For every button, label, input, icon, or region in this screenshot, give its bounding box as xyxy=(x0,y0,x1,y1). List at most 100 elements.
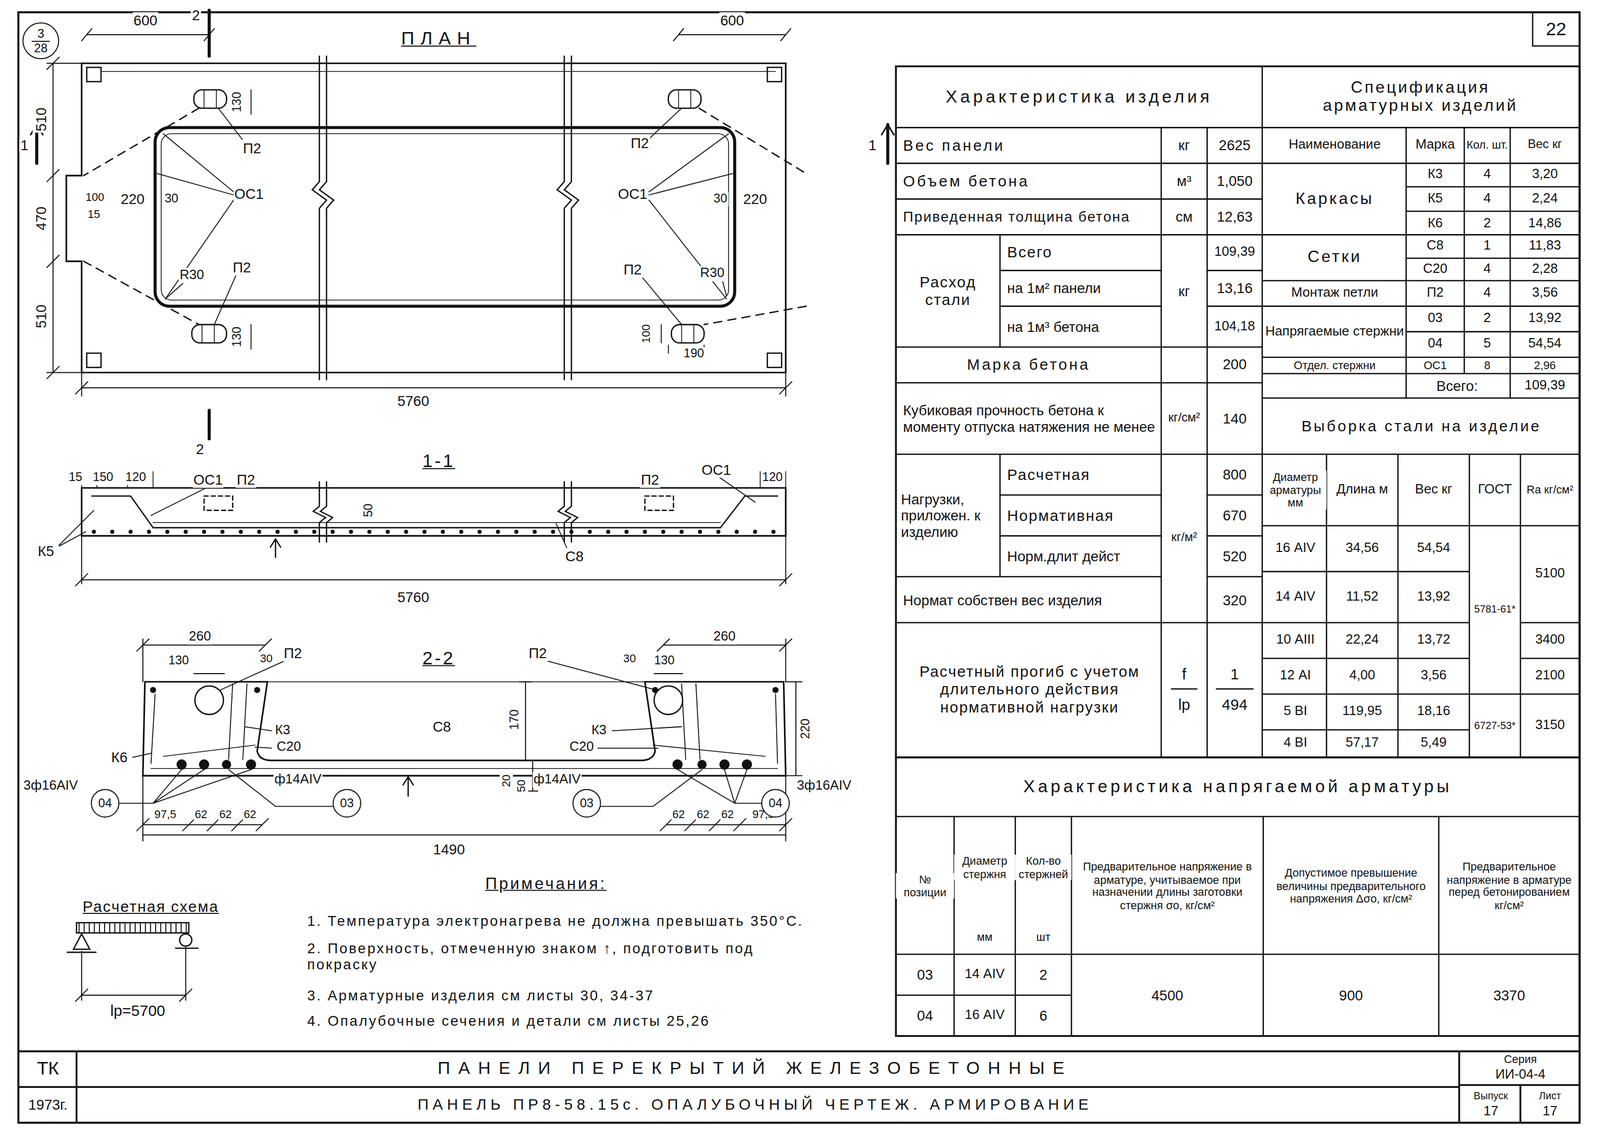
label-slot: ф14АIV xyxy=(526,772,588,788)
label-slot: 1 xyxy=(1206,664,1262,683)
label-slot: R30 xyxy=(693,266,731,282)
label-slot: 4. Опалубочные сечения и детали см листы… xyxy=(306,1012,878,1029)
label-slot: кг/см² xyxy=(1161,411,1208,426)
label-slot: 30 xyxy=(161,192,182,207)
label-slot: С20 xyxy=(270,739,308,755)
drawing-text: 130 xyxy=(230,325,245,348)
label-slot: 900 xyxy=(1263,986,1439,1004)
drawing-text: 17 xyxy=(1541,1103,1559,1119)
drawing-text: С8 xyxy=(1425,238,1445,254)
drawing-text: 109,39 xyxy=(1213,244,1256,260)
drawing-text: П2 xyxy=(1425,285,1445,301)
label-slot: 5 xyxy=(1464,336,1511,352)
label-slot: 62 xyxy=(716,808,739,822)
drawing-text: 3. Арматурные изделия см листы 30, 34-37 xyxy=(306,986,656,1004)
drawing-text: К3 xyxy=(590,723,608,739)
label-slot: 6 xyxy=(1015,1007,1072,1025)
drawing-text: 1-1 xyxy=(421,451,457,473)
drawing-text: 3,20 xyxy=(1531,166,1560,182)
drawing-text: 50 xyxy=(362,502,377,518)
callout-circle: 328 xyxy=(22,22,60,60)
label-slot: 4 xyxy=(1464,262,1511,278)
label-slot: П2 xyxy=(617,261,648,279)
drawing-text: 20 xyxy=(499,773,513,789)
drawing-text: 34,56 xyxy=(1344,540,1380,556)
drawing-text: ПАНЕЛЬ ПР8-58.15с. ОПАЛУБОЧНЫЙ ЧЕРТЕЖ. А… xyxy=(416,1095,1095,1114)
label-slot: 120 xyxy=(757,470,788,485)
drawing-text: 3150 xyxy=(1534,718,1566,734)
label-slot: 11,83 xyxy=(1510,238,1580,254)
drawing-text: 54,54 xyxy=(1416,540,1452,556)
drawing-text: 18,16 xyxy=(1416,703,1452,719)
drawing-text: Характеристика изделия xyxy=(944,86,1214,108)
label-slot: 14 АIV xyxy=(954,967,1016,983)
drawing-text: Каркасы xyxy=(1294,189,1375,209)
drawing-text: ОС1 xyxy=(233,185,265,203)
drawing-text: 4,00 xyxy=(1348,667,1377,683)
drawing-text: Rа кг/см² xyxy=(1525,483,1575,497)
label-slot: 100 xyxy=(639,320,653,347)
drawing-text: 670 xyxy=(1221,507,1248,525)
label-slot: 5760 xyxy=(382,588,444,606)
label-slot: 2 xyxy=(185,7,207,24)
label-slot: Сетки xyxy=(1264,248,1406,267)
callout-number: 28 xyxy=(32,40,50,55)
drawing-text: П2 xyxy=(241,139,263,157)
label-slot: С20 xyxy=(563,739,601,755)
label-slot: Предварительное напряжение в арматуре, у… xyxy=(1074,860,1261,912)
drawing-text: на 1м² панели xyxy=(1006,279,1102,297)
drawing-text: 170 xyxy=(508,708,523,731)
label-slot: 2 xyxy=(190,440,211,458)
drawing-text: 13,92 xyxy=(1416,589,1452,605)
label-slot: ГОСТ xyxy=(1469,482,1521,498)
drawing-text: 30 xyxy=(712,192,729,207)
drawing-text: 2 xyxy=(1482,310,1492,326)
drawing-text: 1 xyxy=(867,136,878,154)
label-slot: 5760 xyxy=(382,393,444,410)
label-slot: П2 xyxy=(236,139,268,157)
drawing-text: м³ xyxy=(1175,172,1193,189)
drawing-text: 3ф16АIV xyxy=(22,778,79,794)
label-slot: 30 xyxy=(710,192,731,207)
label-slot: 22 xyxy=(1532,19,1580,41)
label-slot: 109,39 xyxy=(1510,377,1580,394)
drawing-text: С20 xyxy=(568,739,595,755)
drawing-text: 2-2 xyxy=(421,647,457,669)
drawing-text: R30 xyxy=(178,268,206,284)
drawing-text: 04 xyxy=(915,1007,935,1025)
drawing-text: 5760 xyxy=(396,393,430,410)
label-slot: 2 xyxy=(1464,310,1511,326)
label-slot: 50 xyxy=(362,498,377,523)
label-slot: 4500 xyxy=(1071,986,1263,1004)
drawing-text: Кубиковая прочность бетона к моменту отп… xyxy=(902,401,1158,435)
label-slot: 2625 xyxy=(1206,136,1262,154)
drawing-text: Вес панели xyxy=(902,136,1007,154)
drawing-text: 12,63 xyxy=(1215,208,1254,225)
label-slot: 1-1 xyxy=(408,451,470,473)
drawing-text: Сетки xyxy=(1306,248,1363,267)
label-slot: К3 xyxy=(267,723,298,739)
label-slot: ОС1 xyxy=(609,185,656,203)
label-slot: 03 xyxy=(895,966,954,984)
drawing-text: 2. Поверхность, отмеченную знаком ↑, под… xyxy=(306,939,776,973)
label-slot: 13,92 xyxy=(1510,310,1580,326)
label-slot: 3ф16АIV xyxy=(22,778,94,794)
drawing-text: 3,56 xyxy=(1419,667,1448,683)
label-slot: К3 xyxy=(1406,166,1465,182)
drawing-text: 54,54 xyxy=(1527,336,1563,352)
label-slot: Лист xyxy=(1520,1090,1580,1103)
label-slot: 13,16 xyxy=(1206,279,1262,297)
drawing-text: Длина м xyxy=(1335,482,1390,498)
drawing-text: С20 xyxy=(1421,262,1449,278)
drawing-text: Допустимое превышение величины предварит… xyxy=(1266,866,1436,906)
drawing-text: 2 xyxy=(1038,966,1049,984)
drawing-text: Выборка стали на изделие xyxy=(1300,416,1543,435)
label-slot: 470 xyxy=(32,202,50,234)
drawing-text: П2 xyxy=(231,259,252,276)
label-slot: 220 xyxy=(114,191,152,208)
drawing-text: 30 xyxy=(258,651,274,665)
drawing-text: 4500 xyxy=(1150,986,1185,1004)
label-slot: 2-2 xyxy=(408,647,470,669)
drawing-text: 320 xyxy=(1221,591,1248,609)
drawing-text: 2 xyxy=(1482,215,1492,231)
